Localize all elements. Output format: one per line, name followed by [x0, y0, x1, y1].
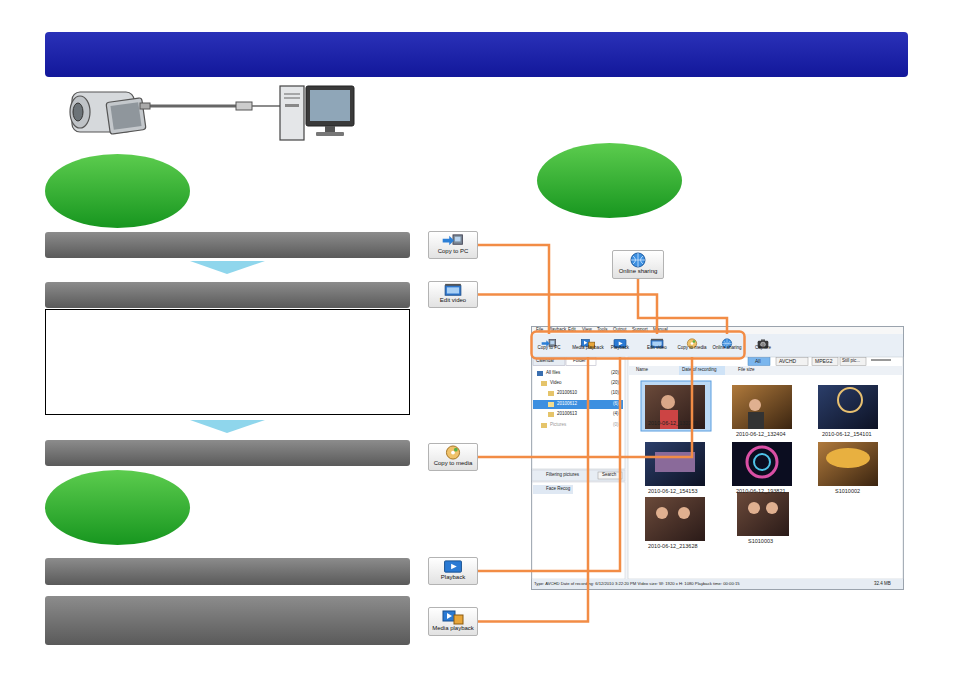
leader-connector: [478, 245, 549, 334]
screen-text: (20): [611, 371, 619, 376]
screen-text: S1010003: [748, 538, 773, 544]
button-label: Copy to PC: [537, 346, 560, 351]
function-button: Playback: [428, 557, 478, 585]
toolbar-button: Capture: [745, 334, 781, 357]
screen-text: S1010002: [835, 488, 860, 494]
function-button: Media playback: [428, 607, 478, 636]
toolbar-button: Copy to media: [674, 334, 710, 357]
software-screenshot: [532, 327, 904, 590]
button-label: Online sharing: [712, 346, 741, 351]
screen-text: Still pic...: [842, 359, 860, 364]
button-label: Media playback: [572, 346, 603, 351]
function-button: Edit video: [428, 281, 478, 308]
screen-text: File size: [738, 368, 755, 373]
button-icon: [649, 335, 665, 346]
button-label: Copy to media: [434, 460, 473, 467]
screen-text: Name: [636, 368, 648, 373]
screen-text: 20100610: [557, 391, 577, 396]
screen-text: View: [582, 328, 592, 333]
leader-connector: [478, 357, 620, 571]
leader-connector: [638, 279, 727, 334]
button-icon: [580, 335, 596, 346]
button-label: Media playback: [432, 625, 474, 632]
screen-text: 20100613: [557, 412, 577, 417]
screen-text: Search: [602, 473, 616, 478]
screen-text: Pictures: [550, 423, 566, 428]
button-icon: [441, 609, 465, 625]
screen-text: Folder: [573, 359, 586, 364]
screen-text: Output: [613, 328, 627, 333]
button-icon: [441, 559, 465, 574]
screen-text: MPEG2: [815, 359, 833, 365]
screen-text: 2010-06-12_154101: [822, 431, 872, 437]
screen-text: Date of recording: [682, 368, 717, 373]
button-label: Copy to media: [677, 346, 706, 351]
toolbar-button: Copy to PC: [531, 334, 567, 357]
camcorder-illustration: [70, 92, 146, 134]
screen-text: 2010-06-12_193821: [736, 488, 786, 494]
screen-text: Tools: [597, 328, 608, 333]
button-icon: [612, 335, 628, 346]
button-icon: [541, 335, 557, 346]
toolbar-button: Edit video: [639, 334, 675, 357]
screen-text: (0): [613, 423, 619, 428]
toolbar-button: Online sharing: [709, 334, 745, 357]
screen-text: 2010-06-12_132404: [736, 431, 786, 437]
screen-text: 32.4 MB: [874, 582, 891, 587]
button-label: Playback: [441, 574, 465, 581]
button-icon: [441, 445, 465, 460]
button-icon: [441, 233, 465, 248]
screen-text: All files: [546, 371, 560, 376]
button-icon: [684, 335, 700, 346]
button-label: Copy to PC: [438, 248, 469, 255]
screen-text: Face Recog: [546, 487, 570, 492]
toolbar-button: Playback: [602, 334, 638, 357]
leader-connector: [478, 295, 657, 335]
screen-text: Calendar: [536, 359, 554, 364]
button-icon: [441, 283, 465, 297]
button-label: Capture: [755, 346, 771, 351]
button-label: Edit video: [647, 346, 667, 351]
screen-text: Edit: [568, 328, 576, 333]
screen-text: Filtering pictures: [546, 473, 579, 478]
button-icon: [626, 252, 650, 268]
leader-connector: [478, 357, 692, 457]
button-icon: [719, 335, 735, 346]
screen-text: (4): [613, 412, 619, 417]
screen-text: (6): [613, 402, 619, 407]
toolbar-highlight: [532, 332, 745, 359]
button-label: Online sharing: [619, 268, 658, 275]
screen-text: 20100612: [557, 402, 577, 407]
screen-text: All: [755, 359, 761, 365]
screen-text: (10): [611, 391, 619, 396]
function-button: Online sharing: [612, 250, 664, 279]
button-label: Edit video: [440, 297, 466, 304]
screen-text: Playback: [548, 328, 566, 333]
screen-text: 2010-06-12_213628: [648, 543, 698, 549]
screen-text: File: [536, 328, 543, 333]
screen-text: 2010-06-12_132220: [648, 420, 698, 426]
toolbar-button: Media playback: [570, 334, 606, 357]
screen-text: Manual: [653, 328, 668, 333]
screen-text: (20): [611, 381, 619, 386]
screen-text: Video: [550, 381, 561, 386]
screen-text: Type: AVCHD Date of recording: 6/12/2010…: [534, 582, 740, 587]
function-button: Copy to media: [428, 443, 478, 471]
screen-text: AVCHD: [779, 359, 796, 365]
button-icon: [755, 335, 771, 346]
function-button: Copy to PC: [428, 231, 478, 259]
screen-text: 2010-06-12_154153: [648, 488, 698, 494]
screen-text: Support: [632, 328, 648, 333]
button-label: Playback: [611, 346, 629, 351]
